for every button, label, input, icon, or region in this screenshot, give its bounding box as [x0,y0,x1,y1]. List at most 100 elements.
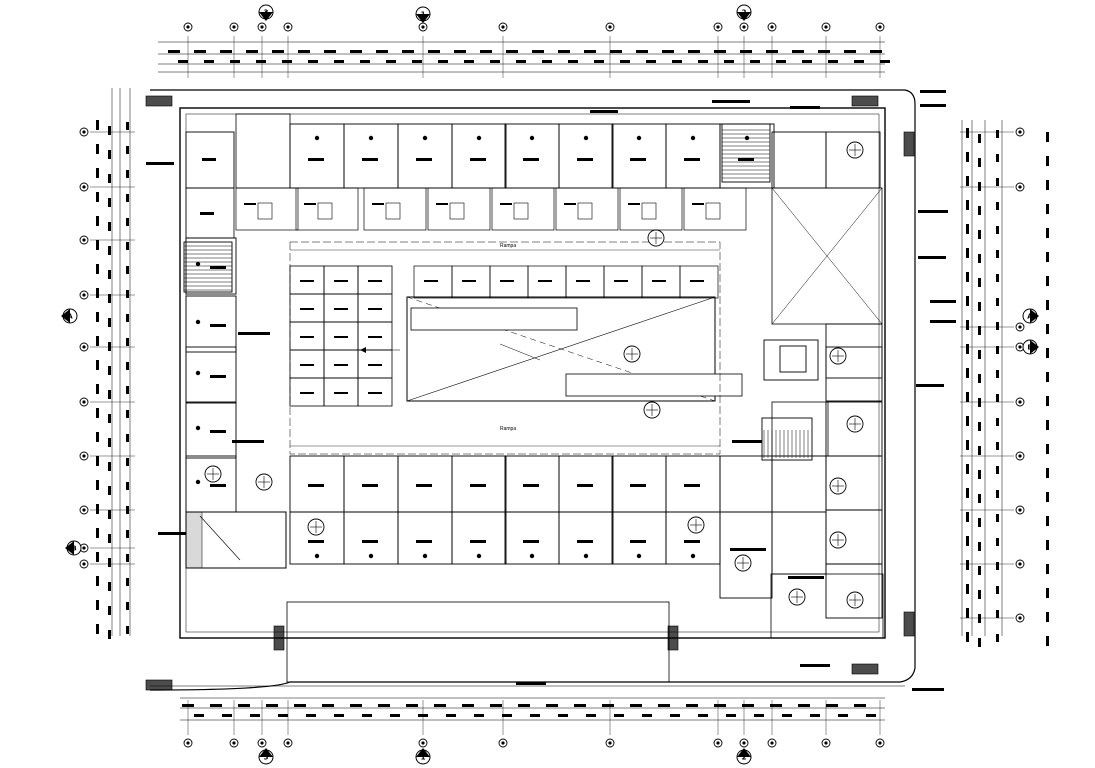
dimension-tag [308,60,318,63]
section-marker: A [1022,308,1039,324]
dimension-tag [474,714,484,717]
dimension-tag [96,480,99,490]
dimension-tag [610,50,622,53]
dimension-tag [966,176,969,186]
dimension-tag [568,60,578,63]
dimension-tag [126,506,129,514]
dimension-tag [108,438,111,447]
dimension-tag [523,484,539,487]
dimension-tag [300,336,314,338]
ramp-label-lower: Rampa [500,426,516,432]
shop-unit [451,123,507,189]
grid-bubble-dot [1018,130,1022,134]
section-marker-label: 2 [742,9,747,17]
dimension-tag [996,418,999,426]
section-marker-arrow [259,12,273,21]
section-marker: B [65,540,82,556]
dimension-tag [272,50,284,53]
section-marker: 1 [415,748,431,765]
dimension-tag [210,484,226,487]
dimension-tag [334,60,344,63]
dimension-tag [222,714,232,717]
dimension-tag [108,582,111,591]
dimension-tag [690,280,704,282]
dimension-tag [1046,468,1049,478]
dimension-tag [590,110,618,113]
dimension-tag [406,704,418,707]
dimension-tag [782,714,792,717]
grid-bubble-dot [608,25,612,29]
dimension-tag [698,60,708,63]
dimension-tag [158,532,186,535]
dimension-tag [96,312,99,322]
dimension-tag [464,60,474,63]
dimension-tag [966,368,969,378]
grid-bubble-dot [824,741,828,745]
dimension-tag [1046,372,1049,382]
dimension-tag [96,264,99,274]
column-marker [195,479,201,485]
dimension-tag [766,50,778,53]
dimension-tag [930,300,956,303]
dimension-tag [436,203,448,205]
dimension-tag [454,50,466,53]
dimension-tag [126,266,129,274]
dimension-tag [790,106,820,109]
section-marker-label: 3 [264,754,269,762]
dimension-tag [966,416,969,426]
dimension-tag [96,432,99,442]
dimension-tag [238,332,270,335]
column-marker [314,553,320,559]
dimension-tag [686,704,698,707]
section-marker-arrow [416,14,430,23]
dimension-tag [742,704,754,707]
dimension-tag [96,288,99,298]
shop-unit [771,455,827,513]
dimension-tag [978,518,981,527]
dimension-tag [564,203,576,205]
dimension-tag [96,456,99,466]
grid-bubble-dot [232,25,236,29]
dimension-tag [96,624,99,634]
section-marker: 3 [258,748,274,765]
section-marker-label: A [1027,313,1033,321]
column-marker [422,553,428,559]
dimension-tag [282,60,292,63]
column-marker [368,135,374,141]
shop-unit [558,511,614,565]
section-marker-arrow [259,748,273,757]
column-marker [583,553,589,559]
dimension-tag [1046,228,1049,238]
grid-bubble-dot [742,25,746,29]
dimension-tag [636,50,648,53]
dimension-tag [210,375,226,378]
dimension-tag [738,158,754,161]
dimension-tag [966,128,969,138]
dimension-tag [646,60,656,63]
dimension-tag [194,50,206,53]
dimension-tag [594,60,604,63]
dimension-tag [334,364,348,366]
corner-hatch [145,679,173,691]
vent-hatch [903,131,915,157]
dimension-tag [730,548,766,551]
dimension-tag [586,714,596,717]
dimension-tag [802,60,812,63]
dimension-tag [108,366,111,375]
dimension-tag [412,60,422,63]
dimension-tag [182,704,194,707]
dimension-tag [712,100,750,103]
vent-hatch [667,625,679,651]
shop-unit [451,511,507,565]
dimension-tag [628,203,640,205]
dimension-tag [996,322,999,330]
shop-unit [289,123,345,189]
dimension-tag [518,704,530,707]
dimension-tag [108,318,111,327]
dimension-tag [854,60,864,63]
dimension-tag [126,242,129,250]
dimension-tag [108,414,111,423]
grid-bubble-dot [742,741,746,745]
dimension-tag [108,198,111,207]
